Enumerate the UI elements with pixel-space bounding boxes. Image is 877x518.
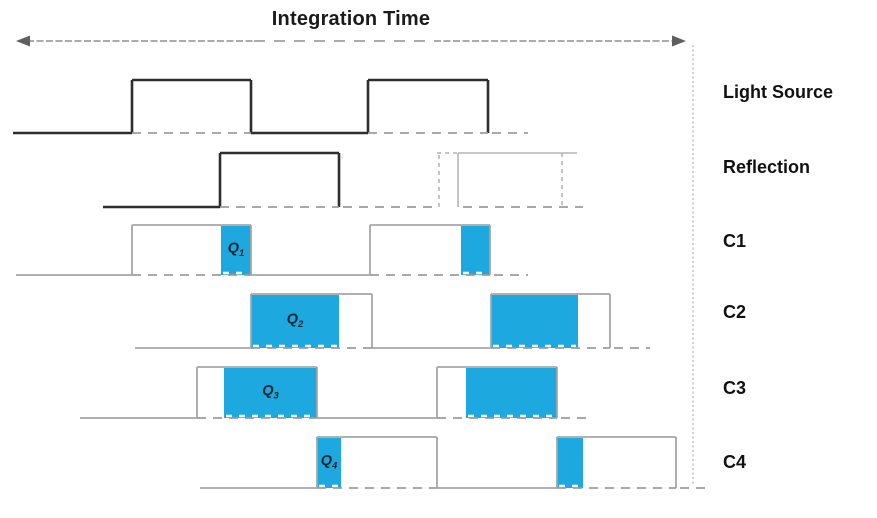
charge-region-c3-2: [466, 368, 557, 418]
label-c3: C3: [723, 378, 747, 398]
charge-region-c1-1: [221, 226, 251, 275]
charge-region-c4-2: [557, 438, 583, 488]
charge-region-c2-2: [491, 295, 578, 348]
label-c2: C2: [723, 302, 747, 322]
label-reflection: Reflection: [723, 157, 811, 177]
label-c4: C4: [723, 452, 747, 472]
charge-region-c4-1: [317, 438, 341, 488]
label-light-source: Light Source: [723, 82, 834, 102]
label-c1: C1: [723, 231, 747, 251]
arrowhead-right-icon: [672, 35, 686, 47]
charge-region-c3-1: [224, 368, 317, 418]
arrowhead-left-icon: [16, 35, 30, 47]
integration-time-title: Integration Time: [271, 8, 431, 30]
charge-region-c1-2: [461, 226, 490, 275]
charge-region-c2-1: [251, 295, 339, 348]
